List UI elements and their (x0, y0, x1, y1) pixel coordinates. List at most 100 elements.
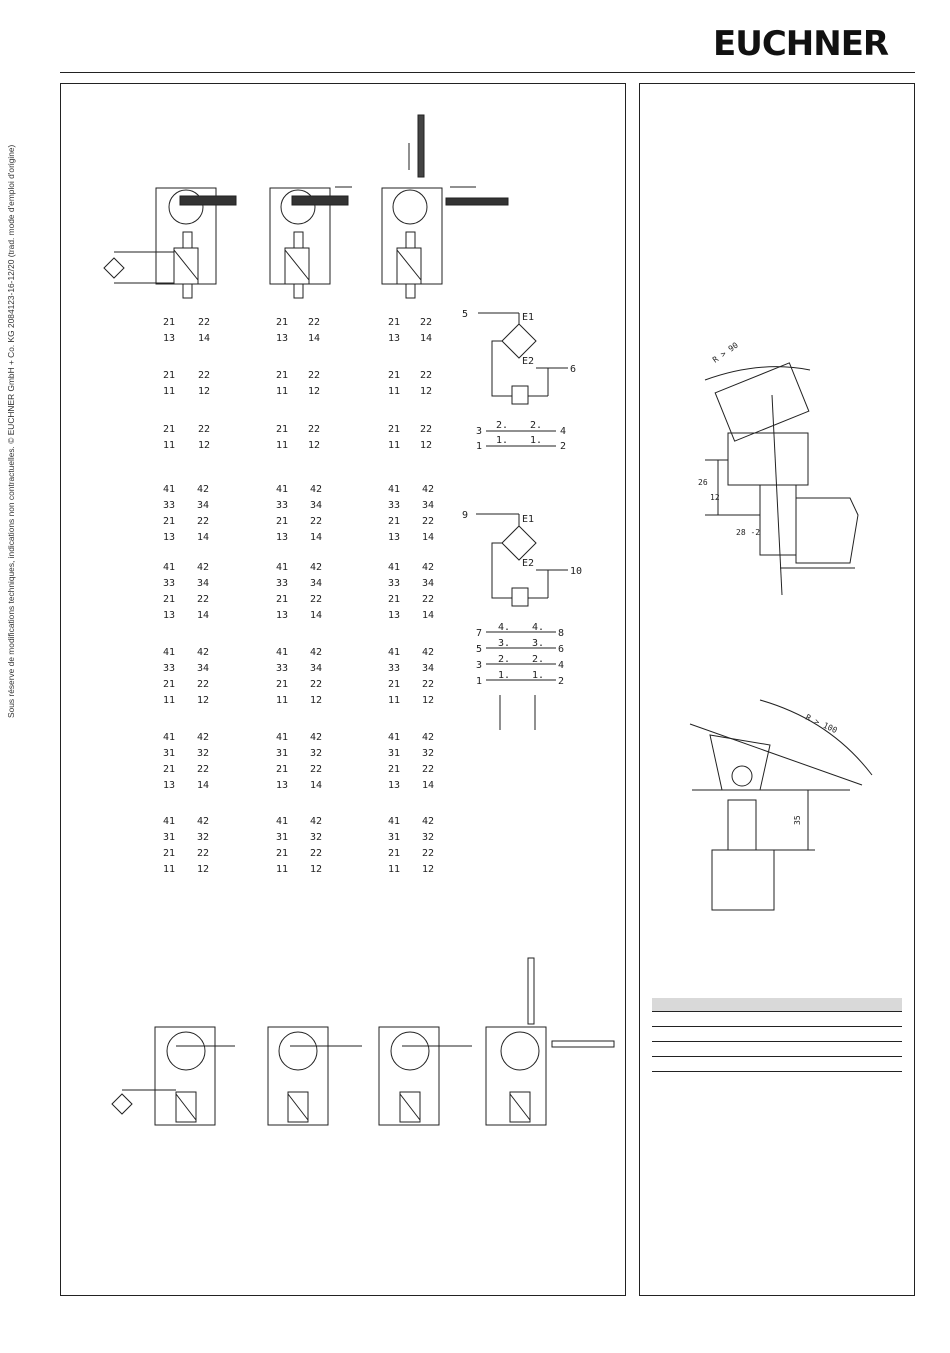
svg-text:3: 3 (476, 426, 482, 437)
contact-label: 13 (388, 532, 400, 543)
contact-label: 12 (422, 864, 434, 875)
contact-label: 42 (197, 816, 209, 827)
table-row (652, 1012, 902, 1027)
left-panel (60, 83, 626, 1296)
lower-switch-heads (111, 957, 615, 1126)
svg-text:2.: 2. (530, 420, 542, 431)
svg-text:28 -2: 28 -2 (736, 528, 760, 537)
contact-label: 33 (276, 663, 288, 674)
svg-text:12: 12 (198, 440, 210, 451)
svg-text:8: 8 (558, 628, 564, 639)
contact-label: 41 (388, 562, 400, 573)
contact-label: 21 (276, 764, 288, 775)
contact-label: 14 (310, 532, 322, 543)
svg-text:21: 21 (388, 424, 400, 435)
contact-label: 21 (276, 516, 288, 527)
contact-label: 42 (197, 484, 209, 495)
data-table (652, 998, 902, 1072)
contact-label: 13 (276, 610, 288, 621)
svg-text:21: 21 (276, 424, 288, 435)
contact-label: 21 (163, 594, 175, 605)
contact-label: 41 (163, 647, 175, 658)
contact-label: 34 (197, 500, 209, 511)
contact-label: 21 (388, 516, 400, 527)
contact-label: 41 (276, 647, 288, 658)
contact-label: 11 (388, 864, 400, 875)
svg-text:22: 22 (420, 370, 432, 381)
header-rule (60, 72, 915, 73)
contact-label: 41 (163, 484, 175, 495)
table-row (652, 1057, 902, 1072)
contact-label: 41 (388, 484, 400, 495)
contact-label: 22 (197, 764, 209, 775)
contact-label: 14 (197, 780, 209, 791)
contact-label: 22 (422, 594, 434, 605)
contact-label: 21 (388, 764, 400, 775)
svg-text:11: 11 (276, 440, 288, 451)
svg-text:14: 14 (198, 333, 210, 344)
contact-label: 22 (197, 848, 209, 859)
svg-text:1.: 1. (496, 435, 508, 446)
contact-label: 34 (310, 500, 322, 511)
contact-label: 41 (388, 816, 400, 827)
contact-label: 11 (276, 695, 288, 706)
contact-label: 22 (197, 516, 209, 527)
contact-label: 34 (310, 663, 322, 674)
contact-label: 33 (163, 578, 175, 589)
contact-label: 22 (310, 516, 322, 527)
contact-label: 41 (276, 816, 288, 827)
contact-label: 33 (388, 663, 400, 674)
contact-label: 14 (310, 780, 322, 791)
contact-label: 42 (310, 732, 322, 743)
svg-text:21: 21 (163, 424, 175, 435)
mounting-drawing-1 (704, 362, 859, 596)
table-header (652, 998, 902, 1012)
right-panel (639, 83, 915, 1296)
svg-text:1.: 1. (498, 670, 510, 681)
mounting-drawing-2 (689, 699, 873, 911)
contact-label: 11 (163, 695, 175, 706)
svg-text:1: 1 (476, 441, 482, 452)
contact-label: 12 (197, 864, 209, 875)
svg-text:22: 22 (420, 317, 432, 328)
contact-label: 33 (163, 500, 175, 511)
contact-label: 33 (388, 500, 400, 511)
contact-label: 42 (310, 484, 322, 495)
contact-label: 22 (422, 848, 434, 859)
contact-label: 34 (197, 663, 209, 674)
contact-label: 13 (163, 532, 175, 543)
contact-label: 33 (163, 663, 175, 674)
svg-text:5: 5 (476, 644, 482, 655)
upper-switch-heads (103, 114, 509, 299)
svg-text:4.: 4. (532, 622, 544, 633)
contact-label: 33 (388, 578, 400, 589)
contact-label: 22 (422, 764, 434, 775)
svg-text:6: 6 (558, 644, 564, 655)
contact-label: 12 (310, 695, 322, 706)
contact-label: 42 (310, 562, 322, 573)
contact-label: 42 (422, 562, 434, 573)
contact-label: 13 (163, 780, 175, 791)
table-row (652, 1027, 902, 1042)
contact-label: 22 (310, 848, 322, 859)
contact-label: 41 (163, 816, 175, 827)
svg-text:R > 100: R > 100 (804, 713, 839, 735)
svg-text:13: 13 (163, 333, 175, 344)
contact-label: 33 (276, 578, 288, 589)
svg-text:E1: E1 (522, 312, 534, 323)
svg-text:10: 10 (570, 566, 582, 577)
svg-text:26: 26 (698, 478, 708, 487)
contact-label: 31 (276, 748, 288, 759)
svg-text:22: 22 (308, 370, 320, 381)
contact-label: 14 (197, 532, 209, 543)
svg-text:1: 1 (476, 676, 482, 687)
contact-label: 21 (163, 764, 175, 775)
contact-label: 42 (422, 732, 434, 743)
contact-label: 11 (388, 695, 400, 706)
svg-text:3: 3 (476, 660, 482, 671)
contact-label: 41 (276, 732, 288, 743)
contact-label: 14 (197, 610, 209, 621)
circuit-2-labels: 9 E1 E2 10 7 4. 4. 8 5 3. 3. 6 3 2. 2. 4… (462, 510, 582, 687)
contact-label: 32 (310, 748, 322, 759)
contact-label: 22 (197, 679, 209, 690)
